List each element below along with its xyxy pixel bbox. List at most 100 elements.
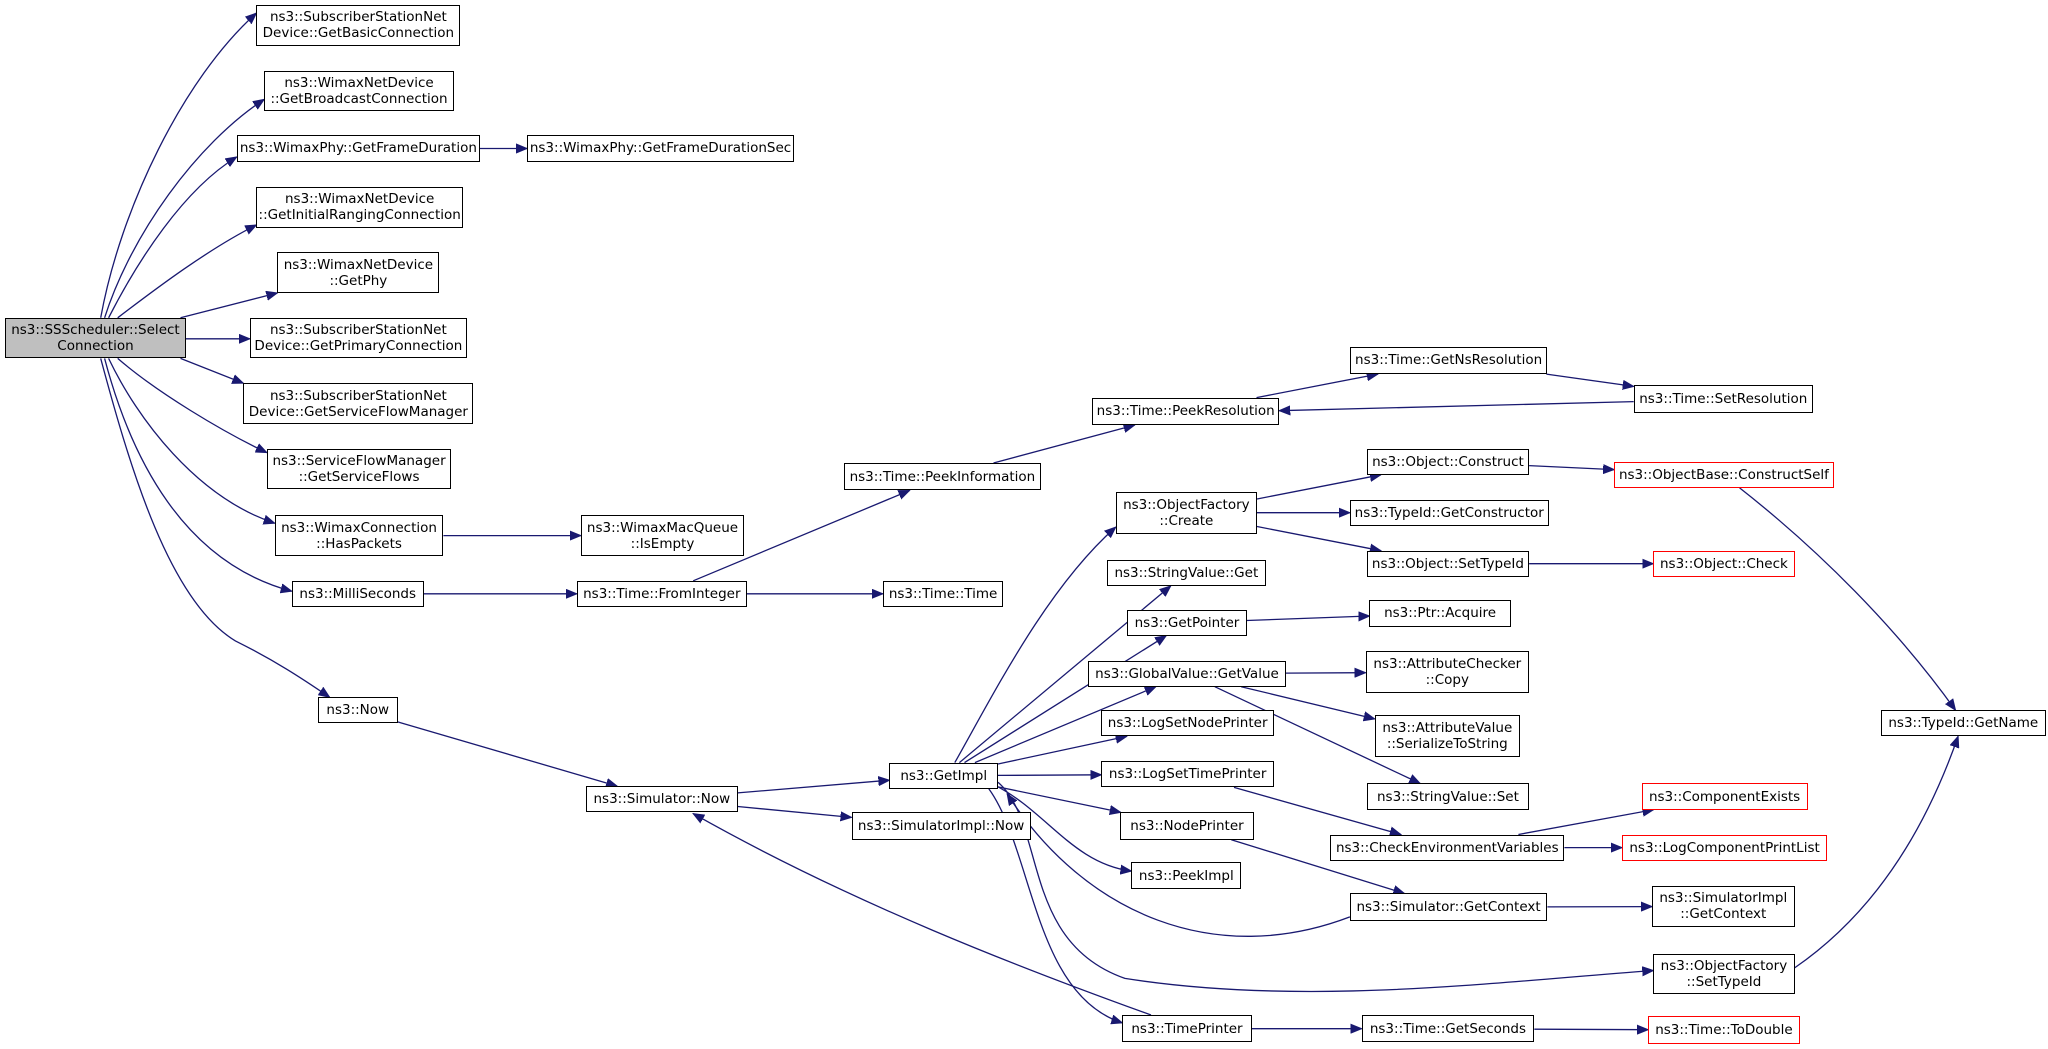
node-isempty[interactable]: ns3::WimaxMacQueue::IsEmpty bbox=[580, 515, 745, 556]
edge-root-to-getbasic bbox=[100, 13, 257, 318]
edge-constructself-to-typeidname bbox=[1739, 487, 1956, 710]
node-label-line: ::Copy bbox=[1425, 672, 1469, 689]
node-ofcreate[interactable]: ns3::ObjectFactory::Create bbox=[1115, 491, 1257, 534]
edge-objconstruct-to-constructself bbox=[1529, 466, 1614, 470]
node-getnsres[interactable]: ns3::Time::GetNsResolution bbox=[1349, 346, 1548, 375]
node-label-line: ns3::ObjectBase::ConstructSelf bbox=[1618, 466, 1829, 483]
node-getphy[interactable]: ns3::WimaxNetDevice::GetPhy bbox=[277, 252, 440, 293]
node-strget[interactable]: ns3::StringValue::Get bbox=[1106, 559, 1267, 586]
node-todouble[interactable]: ns3::Time::ToDouble bbox=[1648, 1016, 1800, 1044]
node-label-line: ns3::WimaxConnection bbox=[281, 519, 437, 536]
node-label-line: ns3::ServiceFlowManager bbox=[272, 452, 446, 469]
node-label-line: ns3::Time::PeekInformation bbox=[849, 468, 1036, 485]
node-frominteger[interactable]: ns3::Time::FromInteger bbox=[576, 580, 747, 607]
node-compexists[interactable]: ns3::ComponentExists bbox=[1641, 783, 1808, 810]
edge-frominteger-to-peekinfo bbox=[692, 489, 909, 582]
node-getseconds[interactable]: ns3::Time::GetSeconds bbox=[1361, 1015, 1535, 1043]
node-label-line: ns3::SubscriberStationNet bbox=[269, 9, 447, 26]
node-label-line: ns3::WimaxPhy::GetFrameDuration bbox=[239, 140, 477, 157]
node-label-line: ns3::StringValue::Get bbox=[1114, 564, 1259, 581]
node-label-line: ns3::AttributeChecker bbox=[1373, 656, 1522, 673]
node-nodeprinter[interactable]: ns3::NodePrinter bbox=[1119, 812, 1255, 840]
node-label-line: ns3::TimePrinter bbox=[1131, 1020, 1243, 1037]
node-label-line: Device::GetServiceFlowManager bbox=[248, 403, 468, 420]
node-haspackets[interactable]: ns3::WimaxConnection::HasPackets bbox=[274, 515, 444, 556]
node-sflows[interactable]: ns3::ServiceFlowManager::GetServiceFlows bbox=[266, 448, 452, 490]
edge-getnsres-to-setres bbox=[1546, 373, 1633, 386]
node-label-line: ns3::Object::Construct bbox=[1372, 453, 1524, 470]
edge-logtimeprinter-to-checkenv bbox=[1233, 786, 1401, 834]
node-getpointer[interactable]: ns3::GetPointer bbox=[1127, 609, 1247, 636]
node-ptracquire[interactable]: ns3::Ptr::Acquire bbox=[1369, 600, 1511, 627]
node-gvgetvalue[interactable]: ns3::GlobalValue::GetValue bbox=[1088, 660, 1286, 687]
node-lognodeprinter[interactable]: ns3::LogSetNodePrinter bbox=[1101, 710, 1274, 737]
node-label-line: ns3::SimulatorImpl::Now bbox=[857, 817, 1025, 834]
node-objconstruct[interactable]: ns3::Object::Construct bbox=[1366, 448, 1530, 475]
node-objcheck[interactable]: ns3::Object::Check bbox=[1653, 550, 1795, 577]
node-label-line: ns3::SimulatorImpl bbox=[1659, 890, 1788, 907]
node-label-line: ::GetServiceFlows bbox=[298, 468, 420, 485]
node-initranging[interactable]: ns3::WimaxNetDevice::GetInitialRangingCo… bbox=[256, 187, 464, 228]
node-simimplctx[interactable]: ns3::SimulatorImpl::GetContext bbox=[1652, 885, 1795, 928]
node-getbroadcast[interactable]: ns3::WimaxNetDevice::GetBroadcastConnect… bbox=[264, 70, 454, 112]
edge-gvgetvalue-to-strset bbox=[1214, 686, 1420, 785]
node-label-line: ::GetInitialRangingConnection bbox=[258, 207, 461, 224]
node-simimplnow[interactable]: ns3::SimulatorImpl::Now bbox=[851, 812, 1031, 840]
node-label-line: ns3::GetImpl bbox=[900, 767, 988, 784]
node-label-line: ns3::SubscriberStationNet bbox=[269, 322, 447, 339]
node-simnow[interactable]: ns3::Simulator::Now bbox=[585, 786, 738, 813]
node-settypeid[interactable]: ns3::Object::SetTypeId bbox=[1366, 550, 1530, 577]
node-checkenv[interactable]: ns3::CheckEnvironmentVariables bbox=[1330, 834, 1565, 861]
node-label-line: ns3::Time::GetSeconds bbox=[1369, 1020, 1527, 1037]
node-label-line: ns3::StringValue::Set bbox=[1377, 788, 1519, 805]
node-peekres[interactable]: ns3::Time::PeekResolution bbox=[1092, 397, 1280, 426]
edge-timeprinter-to-simnow bbox=[693, 814, 1152, 1016]
edge-nodeprinter-to-simgetctx bbox=[1231, 839, 1404, 894]
node-logcompprint[interactable]: ns3::LogComponentPrintList bbox=[1621, 834, 1828, 861]
node-peekinfo[interactable]: ns3::Time::PeekInformation bbox=[843, 463, 1042, 491]
node-milli[interactable]: ns3::MilliSeconds bbox=[291, 580, 424, 607]
node-label-line: ns3::Time::PeekResolution bbox=[1096, 403, 1275, 420]
node-strset[interactable]: ns3::StringValue::Set bbox=[1366, 783, 1530, 810]
node-peekimpl[interactable]: ns3::PeekImpl bbox=[1131, 861, 1242, 890]
edge-getimpl-to-peekimpl bbox=[993, 784, 1131, 871]
node-label-line: ns3::Now bbox=[326, 702, 390, 719]
node-label-line: ns3::LogComponentPrintList bbox=[1629, 839, 1820, 856]
node-timeprinter[interactable]: ns3::TimePrinter bbox=[1122, 1015, 1252, 1043]
node-now[interactable]: ns3::Now bbox=[317, 697, 398, 724]
node-label-line: ::GetContext bbox=[1680, 906, 1767, 923]
edge-getimpl-to-lognodeprinter bbox=[997, 736, 1127, 765]
edge-root-to-milli bbox=[103, 358, 292, 591]
node-framedur[interactable]: ns3::WimaxPhy::GetFrameDuration bbox=[236, 134, 481, 163]
node-acheckcopy[interactable]: ns3::AttributeChecker::Copy bbox=[1365, 651, 1530, 694]
node-label-line: ::Create bbox=[1159, 512, 1214, 529]
edge-root-to-initranging bbox=[117, 225, 257, 319]
edge-getimpl-to-logtimeprinter bbox=[997, 775, 1101, 776]
node-timetime[interactable]: ns3::Time::Time bbox=[882, 580, 1004, 607]
node-constructself[interactable]: ns3::ObjectBase::ConstructSelf bbox=[1614, 461, 1834, 488]
node-label-line: ns3::WimaxNetDevice bbox=[284, 74, 434, 91]
edge-gvgetvalue-to-avserialize bbox=[1241, 686, 1375, 719]
node-ofsettypeid[interactable]: ns3::ObjectFactory::SetTypeId bbox=[1653, 953, 1795, 995]
node-logtimeprinter[interactable]: ns3::LogSetTimePrinter bbox=[1101, 761, 1274, 788]
node-simgetctx[interactable]: ns3::Simulator::GetContext bbox=[1349, 893, 1548, 921]
node-label-line: ::HasPackets bbox=[316, 535, 402, 552]
node-avserialize[interactable]: ns3::AttributeValue::SerializeToString bbox=[1374, 715, 1520, 758]
edge-checkenv-to-compexists bbox=[1518, 810, 1653, 836]
node-getconstructor[interactable]: ns3::TypeId::GetConstructor bbox=[1349, 499, 1549, 526]
edge-getimpl-to-ofcreate bbox=[954, 527, 1116, 763]
node-label-line: ns3::CheckEnvironmentVariables bbox=[1335, 839, 1559, 856]
node-label-line: ns3::WimaxPhy::GetFrameDurationSec bbox=[529, 140, 792, 157]
node-label-line: ns3::Simulator::GetContext bbox=[1356, 899, 1541, 916]
node-typeidname[interactable]: ns3::TypeId::GetName bbox=[1880, 710, 2046, 737]
node-framedursec[interactable]: ns3::WimaxPhy::GetFrameDurationSec bbox=[527, 134, 794, 163]
node-label-line: ns3::WimaxNetDevice bbox=[283, 256, 434, 273]
node-setres[interactable]: ns3::Time::SetResolution bbox=[1633, 384, 1813, 414]
node-getimpl[interactable]: ns3::GetImpl bbox=[889, 762, 998, 789]
node-label-line: ns3::LogSetTimePrinter bbox=[1108, 766, 1267, 783]
